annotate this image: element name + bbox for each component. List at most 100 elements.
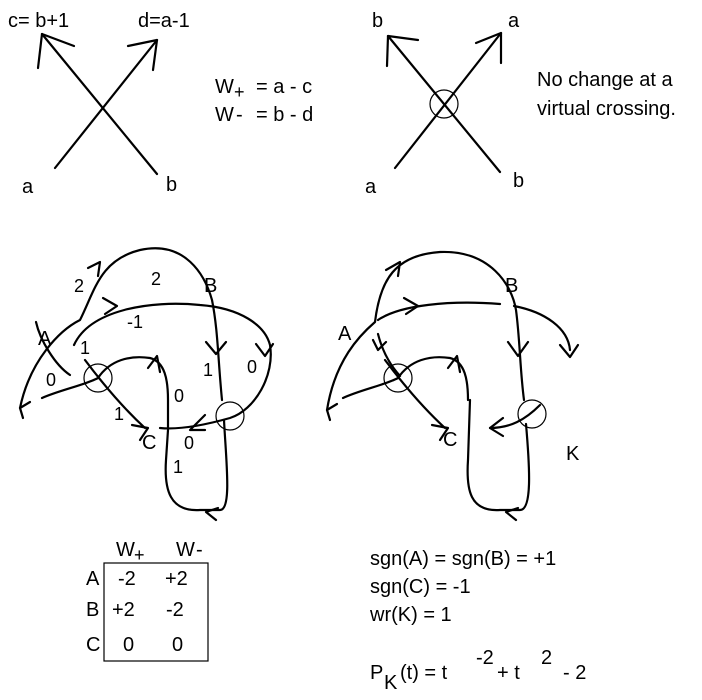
weights-table: W + W - A -2 +2 B +2 -2 C 0 0: [86, 539, 209, 662]
arrow-right-4-icon: [558, 343, 580, 359]
knot-right-arc-c: [488, 403, 542, 430]
virtual-note-line1: No change at a: [537, 69, 674, 91]
table-col-wminus-lhs: W: [176, 539, 195, 561]
weight-0a: 0: [46, 370, 56, 390]
w-minus-rhs: = b - d: [256, 104, 313, 126]
table-row-a-label: A: [86, 568, 100, 590]
poly-sub-k: K: [384, 672, 398, 694]
knot-right-arc-left: [376, 332, 402, 378]
arrow-left-3-icon: [204, 340, 228, 356]
virtual-circle-left-2-icon: [215, 401, 245, 431]
weight-0b: 0: [174, 386, 184, 406]
arrow-right-5-icon: [325, 402, 339, 422]
table-row-b-label: B: [86, 599, 99, 621]
knot-right: [325, 250, 580, 522]
poly-exp-minus-2: -2: [476, 647, 494, 669]
w-minus-subscript: -: [236, 104, 243, 126]
poly-exp-2: 2: [541, 647, 552, 669]
arrow-left-1-icon: [86, 260, 102, 278]
crossing-label-c-right: C: [443, 429, 457, 451]
label-b-real: b: [166, 174, 177, 196]
arrow-right-9-icon: [488, 416, 505, 438]
table-col-wplus-sub: +: [134, 545, 145, 565]
weight-2b: 2: [151, 269, 161, 289]
table-cell-a-wminus: +2: [165, 568, 188, 590]
weight-0c: 0: [247, 357, 257, 377]
w-plus-subscript: +: [234, 82, 245, 102]
arrow-right-2-icon: [402, 296, 420, 316]
knot-right-arc-middle: [376, 301, 502, 322]
label-d-equals-a-minus-1: d=a-1: [138, 10, 190, 32]
arrow-right-8-icon: [504, 506, 520, 522]
arrowhead-upper-left-icon: [36, 32, 76, 70]
arrow-left-7-icon: [130, 423, 150, 442]
knot-right-arc-inner: [341, 356, 470, 402]
knot-left-arc-middle: [72, 302, 272, 430]
virtual-crossing-circle-icon: [429, 89, 459, 119]
strand-b-to-c: [40, 32, 159, 176]
knot-left-arc-inner: [40, 356, 170, 430]
arrow-right-3-icon: [506, 340, 530, 358]
sgn-c-line: sgn(C) = -1: [370, 576, 471, 598]
table-cell-c-wplus: 0: [123, 634, 134, 656]
table-border: [103, 562, 209, 662]
virtual-note-line2: virtual crossing.: [537, 98, 676, 120]
table-cell-c-wminus: 0: [172, 634, 183, 656]
table-col-wminus-sub: -: [196, 539, 203, 561]
arrowhead-virtual-right-icon: [474, 31, 503, 65]
knot-left-arc-outer: [18, 247, 224, 410]
poly-tail: - 2: [563, 662, 586, 684]
w-plus-rhs: = a - c: [256, 76, 312, 98]
strand-virtual-1: [393, 31, 503, 170]
arrow-right-7-icon: [430, 423, 450, 442]
arrow-right-10-icon: [371, 338, 388, 352]
crossing-label-b-left: B: [204, 275, 217, 297]
arrowhead-upper-right-icon: [126, 38, 159, 72]
w-minus-symbol: W: [215, 104, 234, 126]
arrow-right-1-icon: [384, 260, 402, 278]
arrow-left-8-icon: [204, 506, 220, 522]
crossing-label-c-left: C: [142, 432, 156, 454]
poly-plus-t: + t: [497, 662, 520, 684]
strand-a-to-d: [53, 38, 159, 170]
arrow-right-6-icon: [446, 354, 462, 374]
weight-2a: 2: [74, 276, 84, 296]
weight-1c: 1: [114, 404, 124, 424]
poly-p: P: [370, 662, 383, 684]
arrow-left-5-icon: [18, 400, 32, 420]
table-cell-b-wplus: +2: [112, 599, 135, 621]
arrow-left-6-icon: [146, 354, 162, 374]
polynomial-line: P K (t) = t -2 + t 2 - 2: [370, 647, 586, 694]
weight-1d: 1: [173, 457, 183, 477]
label-b-virtual-top: b: [372, 10, 383, 32]
table-cell-a-wplus: -2: [118, 568, 136, 590]
virtual-circle-right-2-icon: [517, 399, 547, 429]
knot-left: [18, 247, 275, 522]
writhe-line: wr(K) = 1: [369, 604, 452, 626]
virtual-crossing: [385, 31, 503, 174]
weight-1a: 1: [80, 338, 90, 358]
real-crossing: [36, 32, 159, 176]
w-plus-symbol: W: [215, 76, 234, 98]
table-col-wplus-lhs: W: [116, 539, 135, 561]
knot-name-k: K: [566, 443, 580, 465]
arrowhead-virtual-left-icon: [385, 34, 420, 68]
knot-left-arc-left: [34, 320, 72, 377]
crossing-label-a-right: A: [338, 323, 352, 345]
label-b-virtual-bottom: b: [513, 170, 524, 192]
weight-1b: 1: [203, 360, 213, 380]
weight-0d: 0: [184, 433, 194, 453]
knot-right-arc-lower: [466, 398, 531, 512]
crossing-label-a-left: A: [38, 328, 52, 350]
virtual-circle-left-1-icon: [83, 363, 113, 393]
crossing-label-b-right: B: [505, 275, 518, 297]
sgn-ab-line: sgn(A) = sgn(B) = +1: [370, 548, 556, 570]
arrow-left-2-icon: [101, 296, 119, 316]
arrow-left-9-icon: [188, 413, 207, 432]
poly-args: (t) = t: [400, 662, 448, 684]
table-cell-b-wminus: -2: [166, 599, 184, 621]
table-row-c-label: C: [86, 634, 100, 656]
knot-right-arc-tail: [512, 304, 572, 352]
label-a-virtual-bottom: a: [365, 176, 377, 198]
